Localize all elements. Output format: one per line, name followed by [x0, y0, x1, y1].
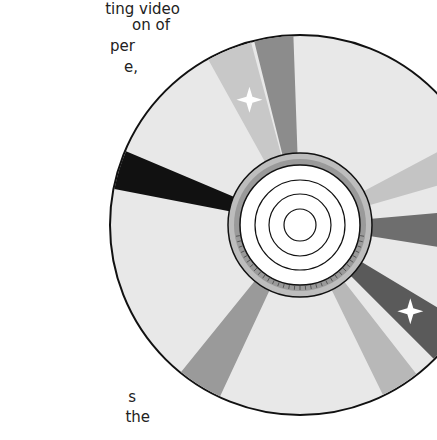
disc-body	[110, 35, 437, 415]
tick	[350, 260, 353, 262]
text-fragment: the	[125, 408, 150, 426]
tick	[273, 280, 275, 284]
tick	[300, 286, 301, 290]
tick	[254, 268, 257, 271]
tick	[278, 282, 279, 286]
tick	[247, 260, 250, 262]
wedge	[371, 209, 437, 255]
tick	[343, 268, 346, 271]
tick	[353, 256, 356, 258]
tick	[316, 284, 317, 288]
wedge	[364, 136, 437, 205]
tick	[250, 264, 253, 267]
disc	[110, 35, 437, 415]
tick	[310, 285, 312, 289]
tick	[283, 284, 284, 288]
hub-circle	[269, 194, 331, 256]
sparkle	[236, 87, 262, 113]
tick	[239, 246, 243, 247]
text-fragment: ting video	[105, 0, 180, 18]
tick	[357, 246, 361, 247]
tick	[237, 241, 241, 242]
center-hole	[284, 209, 316, 241]
text-fragment: per	[110, 37, 135, 55]
tick	[305, 286, 306, 290]
tick	[244, 256, 247, 258]
sparkle	[397, 298, 423, 324]
tick	[236, 235, 240, 237]
wedge	[114, 151, 233, 211]
tick	[241, 251, 245, 253]
hub-inner	[240, 165, 360, 285]
wedge	[332, 282, 417, 395]
hub-band	[234, 159, 366, 291]
text-fragment: e,	[124, 58, 138, 76]
tick	[360, 235, 364, 237]
tick	[294, 286, 295, 290]
tick	[331, 278, 333, 281]
tick	[268, 278, 270, 281]
hub-ticks	[236, 236, 364, 290]
hub-ring	[228, 153, 372, 297]
reflection-wedges	[114, 36, 437, 396]
sparkles	[236, 87, 423, 324]
tick	[335, 275, 337, 278]
tick	[359, 241, 363, 242]
tick	[347, 264, 350, 267]
tick	[339, 272, 342, 275]
text-fragment: on of	[132, 16, 170, 34]
hub-circle	[255, 180, 345, 270]
tick	[355, 251, 359, 253]
tick	[326, 280, 328, 284]
text-fragment: s	[128, 388, 136, 406]
wedge	[254, 36, 297, 155]
tick	[258, 272, 261, 275]
tick	[263, 275, 265, 278]
wedge	[181, 281, 270, 396]
tick	[321, 282, 322, 286]
tick	[288, 285, 290, 289]
